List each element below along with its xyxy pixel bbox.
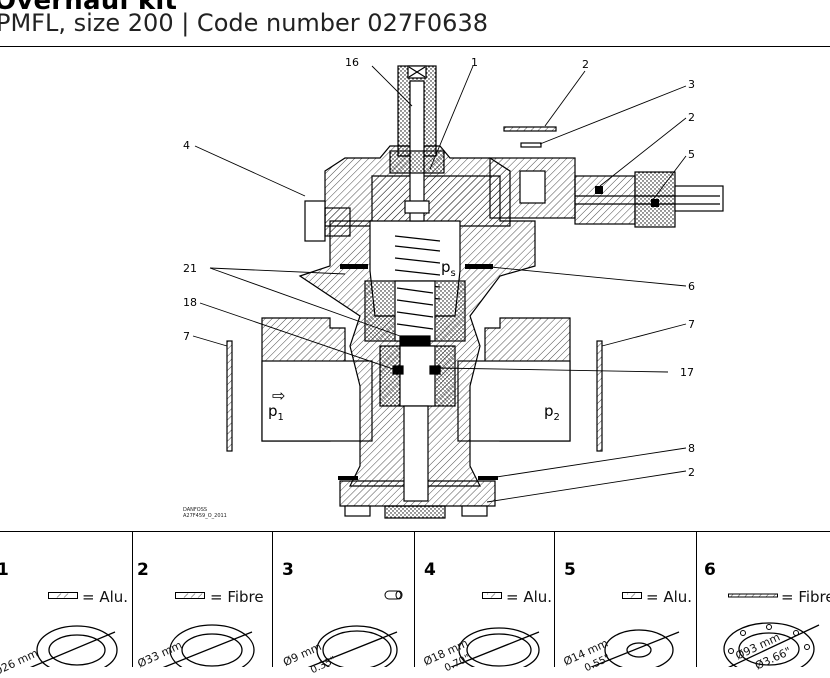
callout-17: 17 xyxy=(680,366,694,379)
callout-16: 16 xyxy=(345,56,359,69)
part-number: 5 xyxy=(564,560,576,580)
callout-2-top: 2 xyxy=(582,58,589,71)
page-subtitle: PMFL, size 200 | Code number 027F0638 xyxy=(0,9,488,37)
callout-1: 1 xyxy=(471,56,478,69)
callout-labels: 16 1 2 3 2 5 4 21 6 18 7 7 17 8 2 xyxy=(183,56,695,479)
side-fitting xyxy=(489,157,724,228)
callout-6: 6 xyxy=(688,280,695,293)
flange-gasket-icon xyxy=(723,622,820,667)
callout-8: 8 xyxy=(688,442,695,455)
part-material: = Fibre xyxy=(781,588,830,606)
ring-gasket-icon xyxy=(449,627,540,667)
parts-legend: 1 = Alu. Ø26 mm 2 = Fibre Ø33 mm 3 Ø9 mm… xyxy=(0,532,830,678)
alu-gasket-icon xyxy=(482,592,502,599)
page-title: Overhaul kit xyxy=(0,0,178,16)
callout-2-fitting: 2 xyxy=(688,111,695,124)
ring-gasket-icon xyxy=(29,625,118,667)
stamp-line1: DANFOSS xyxy=(183,507,207,513)
part-number: 4 xyxy=(424,560,436,580)
header-divider xyxy=(0,46,830,47)
callout-7-right: 7 xyxy=(688,318,695,331)
part-number: 6 xyxy=(704,560,716,580)
fibre-gasket-icon xyxy=(175,592,205,599)
callout-5: 5 xyxy=(688,148,695,161)
pressure-labels: ps p1 p2 ⇨ xyxy=(268,258,560,423)
label-p2: p2 xyxy=(544,402,560,423)
callout-21: 21 xyxy=(183,262,197,275)
left-plug xyxy=(304,200,351,242)
callout-4: 4 xyxy=(183,139,190,152)
part-number: 3 xyxy=(282,560,294,580)
spring xyxy=(364,235,466,349)
alu-gasket-icon xyxy=(622,592,642,599)
callout-18: 18 xyxy=(183,296,197,309)
o-ring-icon xyxy=(384,590,403,600)
stamp-line2: A27F459_O_2011 xyxy=(183,513,227,519)
ring-gasket-icon xyxy=(589,629,680,667)
part-number: 1 xyxy=(0,560,9,580)
part-cell-5: 5 = Alu. Ø14 mm 0.55" xyxy=(554,532,697,674)
gasket-marks xyxy=(338,186,659,480)
label-p1: p1 xyxy=(268,402,284,423)
lower-valve xyxy=(379,345,456,502)
part-cell-1: 1 = Alu. Ø26 mm xyxy=(0,532,133,678)
callout-7-left: 7 xyxy=(183,330,190,343)
part-material: = Alu. xyxy=(646,588,693,606)
callout-2-bottom: 2 xyxy=(688,466,695,479)
part-cell-3: 3 Ø9 mm 0.35" xyxy=(272,532,415,676)
part-cell-6: 6 = Fibre Ø93 mm Ø3.66" xyxy=(696,532,830,672)
alu-gasket-icon xyxy=(48,592,78,599)
part-material: = Alu. xyxy=(506,588,553,606)
leader-lines xyxy=(192,65,687,503)
loose-gaskets xyxy=(226,126,603,452)
flow-arrow-icon: ⇨ xyxy=(272,386,285,405)
legend-top-divider xyxy=(0,531,830,532)
part-material: = Alu. xyxy=(82,588,129,606)
valve-cross-section-drawing: 16 1 2 3 2 5 4 21 6 18 7 7 17 8 2 ps p1 … xyxy=(183,56,724,519)
part-cell-2: 2 = Fibre Ø33 mm xyxy=(132,532,273,670)
fibre-gasket-icon xyxy=(728,593,778,598)
ring-gasket-icon xyxy=(162,624,255,667)
part-number: 2 xyxy=(137,560,149,580)
callout-3: 3 xyxy=(688,78,695,91)
ring-gasket-icon xyxy=(307,625,398,667)
part-cell-4: 4 = Alu. Ø18 mm 0.70" xyxy=(414,532,555,674)
part-material: = Fibre xyxy=(210,588,264,606)
label-ps: ps xyxy=(441,258,456,279)
